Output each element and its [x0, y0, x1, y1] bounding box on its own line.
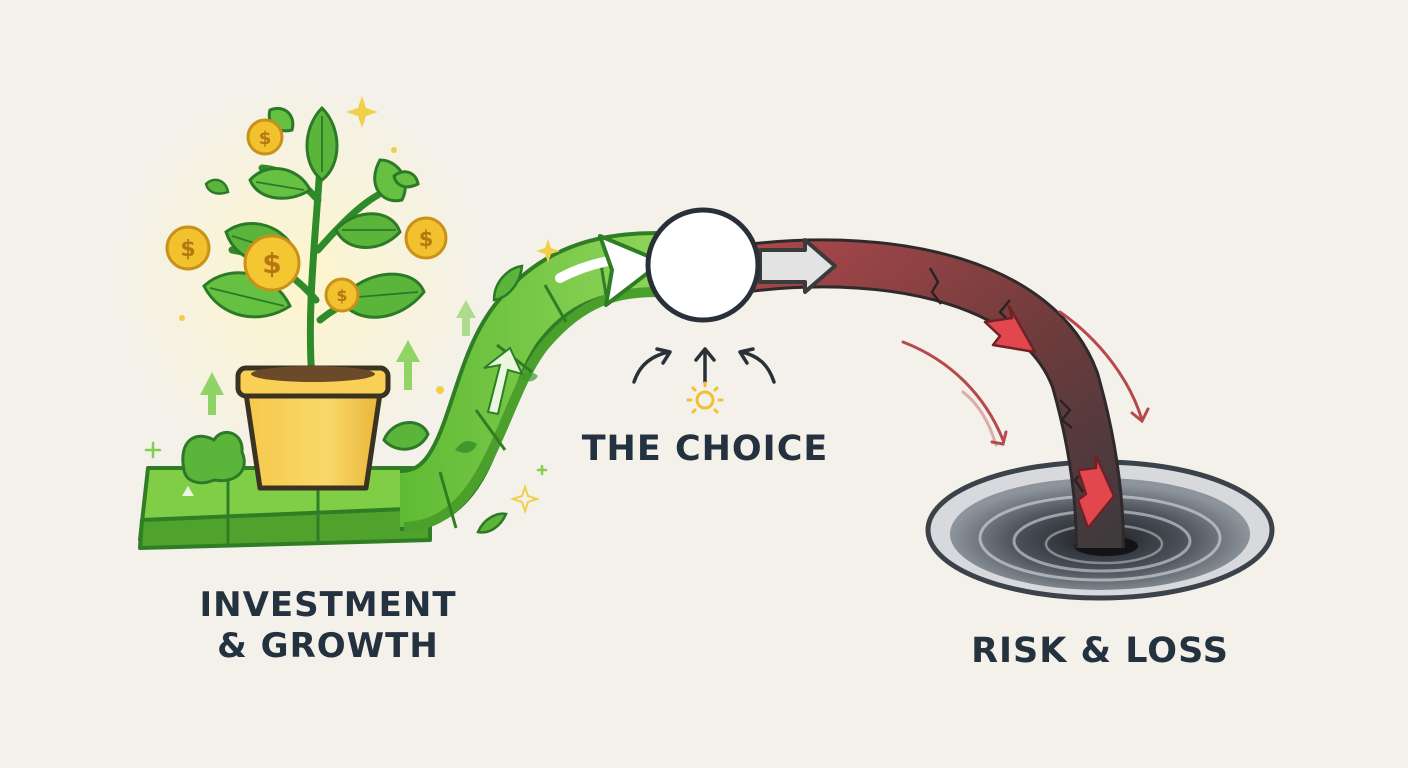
svg-text:$: $ — [336, 286, 347, 305]
coin-icon: $ — [246, 118, 284, 156]
coin-icon: $ — [165, 225, 211, 271]
sparkles — [179, 96, 560, 515]
falling-arrows — [901, 310, 1150, 447]
svg-text:$: $ — [259, 128, 272, 149]
growth-arrows — [182, 300, 476, 496]
growth-label-line2: & GROWTH — [217, 626, 439, 667]
up-arrow-icon — [200, 372, 224, 415]
svg-text:$: $ — [180, 237, 195, 262]
floating-leaves — [204, 178, 524, 534]
coin-icon: $ — [243, 234, 301, 292]
arrow-icon — [758, 238, 1116, 530]
svg-text:$: $ — [262, 247, 281, 280]
arrow-icon — [483, 234, 664, 416]
growth-label: INVESTMENT & GROWTH — [168, 585, 488, 668]
choice-label: THE CHOICE — [581, 429, 829, 469]
up-arrow-icon — [456, 300, 476, 336]
plus-marks — [144, 441, 548, 476]
growth-label-line1: INVESTMENT — [199, 585, 457, 625]
up-arrow-icon — [396, 340, 420, 390]
coin-icon: $ — [324, 277, 360, 313]
plant-icon — [181, 105, 430, 491]
svg-text:$: $ — [419, 227, 434, 251]
risk-label: RISK & LOSS — [971, 631, 1229, 671]
risk-path — [745, 238, 1125, 549]
coins: $ $ $ $ $ — [165, 118, 448, 313]
idea-sparkle-icon — [686, 381, 724, 414]
coin-icon: $ — [404, 216, 448, 260]
choice-circle — [632, 207, 776, 414]
